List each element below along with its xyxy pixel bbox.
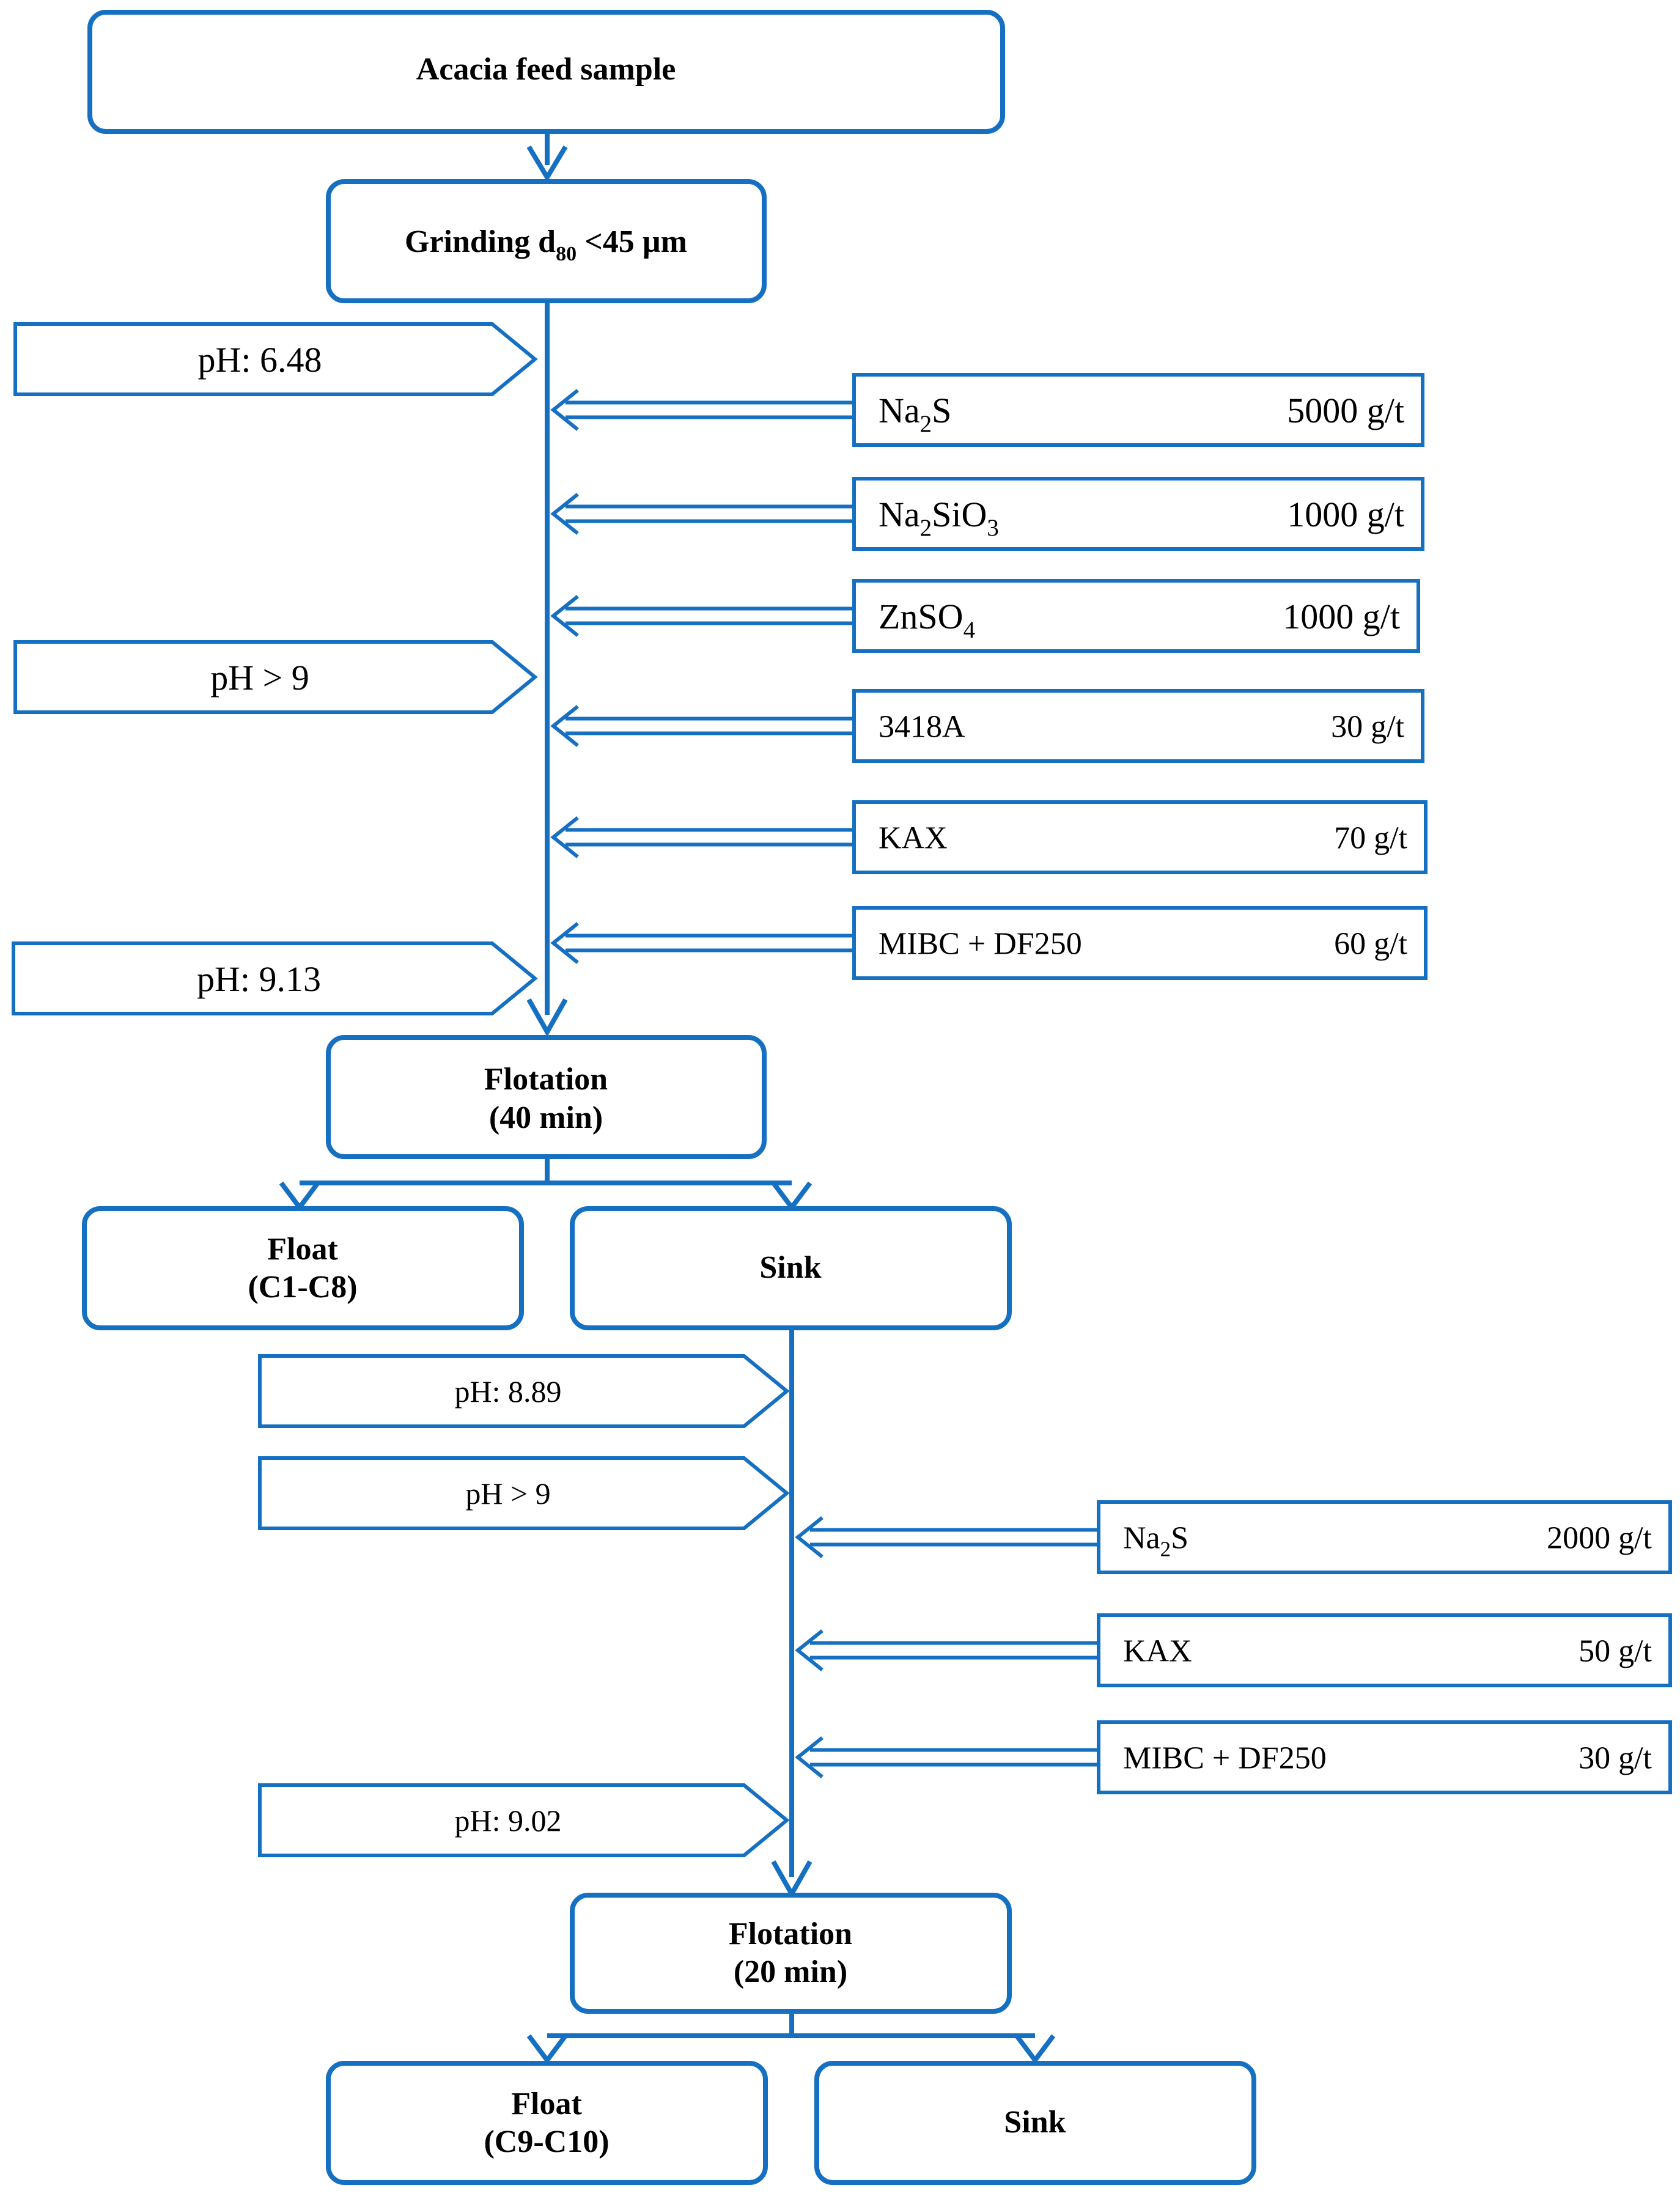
- reagent-arrow-head: [550, 389, 579, 431]
- reagent-row: 3418A 30 g/t: [550, 689, 1424, 763]
- reagent-name: Na2S: [879, 391, 951, 437]
- connector-lines: [279, 131, 1056, 2065]
- flotation2-label-line1: Flotation: [729, 1917, 852, 1951]
- reagent-row: KAX 70 g/t: [550, 800, 1428, 874]
- reagent-box: [852, 906, 1428, 980]
- reagent-row: MIBC + DF250 60 g/t: [550, 906, 1428, 980]
- ph-tag: pH: 9.13: [12, 941, 538, 1015]
- arrow-to-float1: [279, 1181, 320, 1212]
- reagent-row: ZnSO4 1000 g/t: [550, 579, 1420, 653]
- reagent-row: MIBC + DF250 30 g/t: [795, 1720, 1672, 1794]
- arrow-feed-to-grinding: [526, 145, 568, 182]
- ph-tag-label: pH > 9: [465, 1476, 550, 1511]
- reagent-box: [852, 579, 1420, 653]
- reagent-row: Na2S 2000 g/t: [795, 1500, 1672, 1574]
- ph-tag: pH: 6.48: [13, 322, 538, 396]
- sink1-box: [570, 1206, 1012, 1330]
- reagent-name: MIBC + DF250: [879, 927, 1082, 962]
- reagent-box: [1097, 1720, 1672, 1794]
- ph-tag: pH > 9: [13, 640, 538, 714]
- reagent-arrow-head: [550, 922, 579, 964]
- ph-tag-shape: [258, 1354, 790, 1428]
- flotation1-box: [326, 1035, 767, 1159]
- reagent-row: Na2SiO3 1000 g/t: [550, 477, 1424, 551]
- reagent-arrow-head: [795, 1629, 823, 1671]
- sink2-label: Sink: [1004, 2105, 1066, 2140]
- ph-tag-label: pH > 9: [210, 658, 309, 698]
- ph-tag: pH > 9: [258, 1456, 790, 1530]
- ph-tag-shape: [258, 1783, 790, 1857]
- flotation2-label-line2: (20 min): [734, 1954, 847, 1989]
- ph-tag-label: pH: 6.48: [198, 340, 322, 380]
- reagent-box: [1097, 1500, 1672, 1574]
- reagent-row: KAX 50 g/t: [795, 1613, 1672, 1687]
- float2-label-line2: (C9-C10): [484, 2124, 609, 2159]
- reagent-name: KAX: [1123, 1634, 1192, 1669]
- reagent-dose: 30 g/t: [1579, 1741, 1652, 1776]
- reagent-box: [852, 800, 1428, 874]
- reagent-dose: 60 g/t: [1334, 927, 1407, 962]
- float2-box: [326, 2061, 768, 2185]
- ph-tag-shape: [12, 941, 538, 1015]
- float1-label-line2: (C1-C8): [248, 1270, 357, 1305]
- ph-tags: pH: 6.48 pH > 9 pH: 9.13 pH: 8.89 pH > 9 pH: …: [12, 322, 790, 1857]
- ph-tag: pH: 8.89: [258, 1354, 790, 1428]
- ph-tag-shape: [258, 1456, 790, 1530]
- reagent-name: Na2S: [1123, 1521, 1188, 1561]
- process-boxes: [82, 10, 1256, 2185]
- flotation1-label-line1: Flotation: [484, 1062, 608, 1097]
- reagent-dose: 1000 g/t: [1283, 597, 1400, 636]
- reagent-arrow-head: [550, 705, 579, 747]
- reagent-row: Na2S 5000 g/t: [550, 373, 1424, 447]
- reagent-arrow-head: [550, 816, 579, 858]
- reagent-arrow-head: [550, 493, 579, 535]
- flotation1-label-line2: (40 min): [489, 1100, 603, 1135]
- ph-tag-label: pH: 9.13: [197, 959, 321, 999]
- reagent-name: 3418A: [879, 710, 965, 745]
- ph-tag-label: pH: 9.02: [455, 1803, 562, 1838]
- reagent-dose: 30 g/t: [1331, 710, 1404, 745]
- process-labels: Acacia feed sample Grinding d80 <45 µm F…: [248, 52, 1066, 2159]
- reagent-box: [852, 689, 1424, 763]
- reagent-name: MIBC + DF250: [1123, 1741, 1327, 1776]
- reagent-name: Na2SiO3: [879, 495, 999, 541]
- feed-box: [87, 10, 1005, 134]
- reagent-dose: 70 g/t: [1334, 821, 1407, 856]
- sink1-label: Sink: [759, 1250, 821, 1285]
- reagent-box: [852, 477, 1424, 551]
- grinding-label: Grinding d80 <45 µm: [405, 224, 687, 265]
- reagent-dose: 2000 g/t: [1547, 1521, 1652, 1556]
- reagent-name: ZnSO4: [879, 597, 975, 643]
- reagent-dose: 50 g/t: [1579, 1634, 1652, 1669]
- reagent-box: [852, 373, 1424, 447]
- float1-label-line1: Float: [267, 1232, 338, 1267]
- feed-label: Acacia feed sample: [416, 52, 676, 87]
- arrow-to-sink2: [1014, 2034, 1056, 2065]
- ph-tag-label: pH: 8.89: [455, 1374, 562, 1409]
- reagent-dose: 1000 g/t: [1287, 495, 1404, 534]
- reagent-box: [1097, 1613, 1672, 1687]
- ph-tag-shape: [13, 640, 538, 714]
- arrow-into-flotation1: [526, 998, 568, 1037]
- float1-box: [82, 1206, 524, 1330]
- reagent-arrow-head: [550, 595, 579, 637]
- flotation2-box: [570, 1893, 1012, 2014]
- sink2-box: [814, 2061, 1256, 2185]
- arrow-to-float2: [526, 2034, 568, 2065]
- reagent-arrow-head: [795, 1736, 823, 1778]
- grinding-box: [326, 179, 767, 303]
- arrow-to-sink1: [771, 1181, 812, 1212]
- ph-tag: pH: 9.02: [258, 1783, 790, 1857]
- reagent-dose: 5000 g/t: [1287, 391, 1404, 430]
- float2-label-line1: Float: [511, 2087, 582, 2121]
- reagent-name: KAX: [879, 821, 948, 856]
- ph-tag-shape: [13, 322, 538, 396]
- reagent-arrow-head: [795, 1516, 823, 1558]
